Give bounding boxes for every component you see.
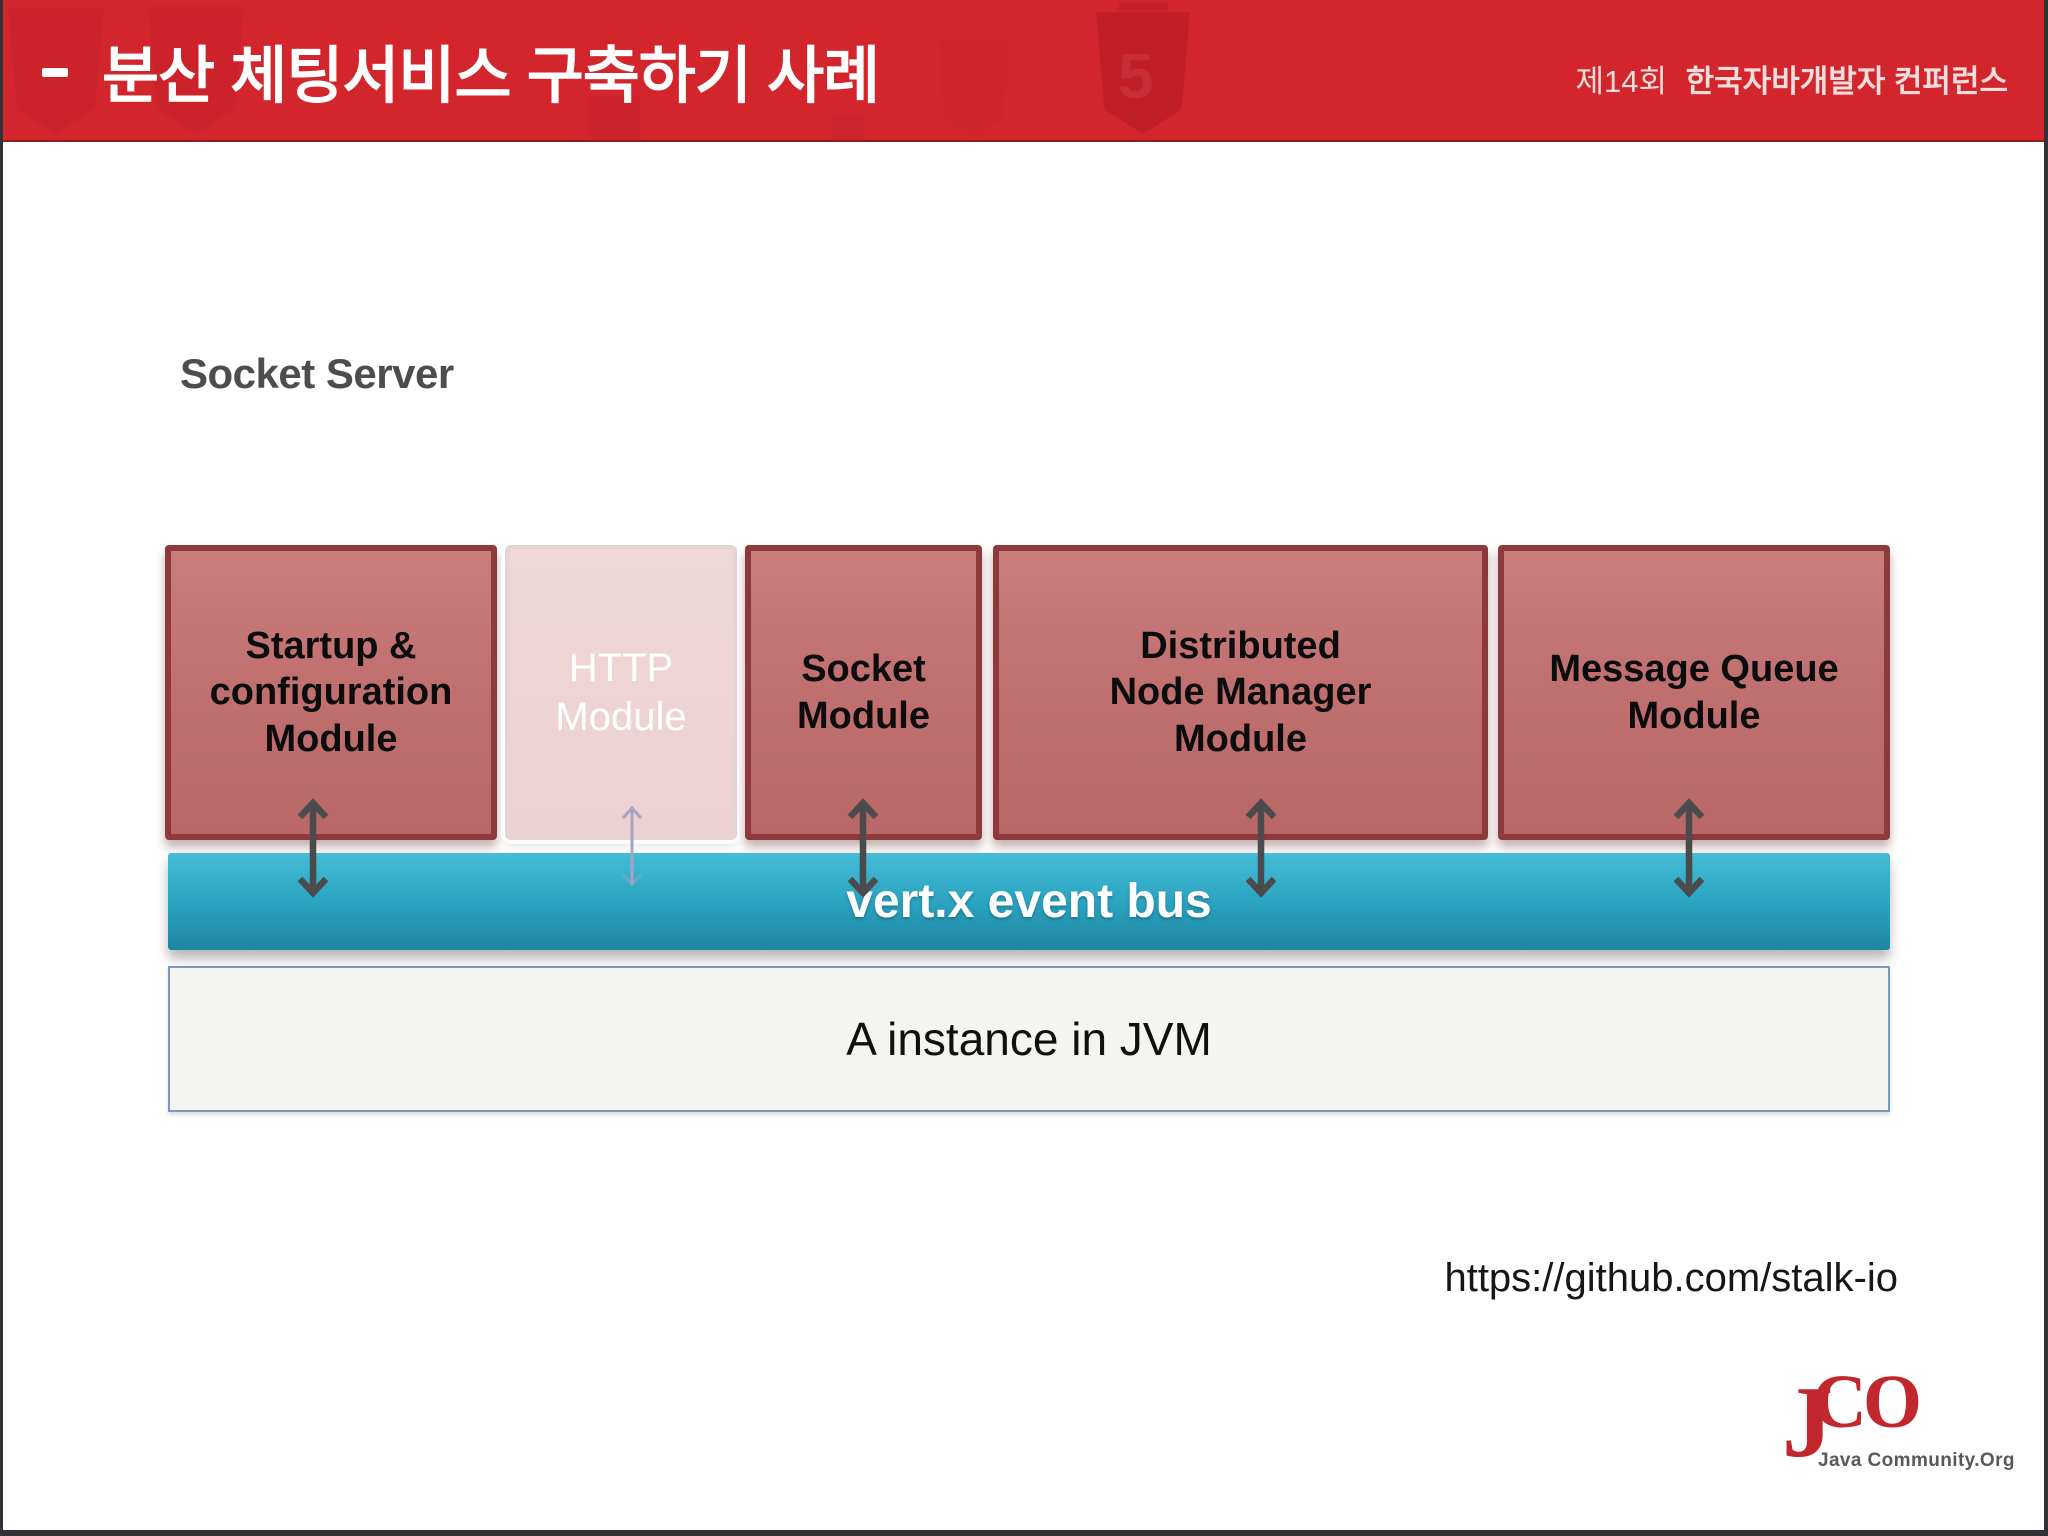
html5-five-glyph: 5 [1118, 40, 1154, 112]
module-label-line: HTTP [568, 645, 674, 690]
video-frame-border [0, 0, 3, 1536]
double-arrow-icon [1239, 796, 1283, 900]
double-arrow-icon [841, 796, 885, 900]
github-repo-link: https://github.com/stalk-io [1444, 1256, 1898, 1300]
module-label-line: Module [1174, 717, 1307, 760]
module-box-distributed-node-manager: Distributed Node Manager Module [993, 545, 1488, 840]
module-label-line: Module [555, 694, 687, 739]
double-arrow-icon [1667, 796, 1711, 900]
module-label-line: Module [264, 717, 398, 760]
watermark-html-label [1118, 2, 1168, 11]
html5-shield-watermark [148, 6, 244, 134]
module-box-socket: Socket Module [745, 545, 982, 840]
module-label-line: Distributed [1140, 624, 1341, 667]
title-dash [42, 67, 68, 77]
module-label-line: configuration [209, 671, 453, 714]
header-title: 분산 체팅서비스 구축하기 사례 [0, 0, 880, 140]
faded-arrow-icon [614, 800, 650, 892]
vertx-event-bus-bar: vert.x event bus [168, 853, 1890, 950]
jco-logo: J CO Java Community.Org [1782, 1364, 2015, 1486]
module-label-line: Startup & [245, 624, 417, 667]
conference-label: 제14회 한국자바개발자 컨퍼런스 [1576, 56, 2009, 101]
section-title: Socket Server [180, 350, 454, 397]
module-label-line: Module [1627, 694, 1761, 737]
page-title: 분산 체팅서비스 구축하기 사례 [102, 42, 880, 111]
jco-logo-j: J [1782, 1366, 1833, 1479]
html5-shield-watermark [1096, 12, 1190, 134]
module-box-startup-configuration: Startup & configuration Module [165, 545, 497, 840]
module-box-http: HTTP Module [505, 545, 737, 840]
video-frame-border [0, 1530, 2048, 1536]
header-bar: 5 분산 체팅서비스 구축하기 사례 제14회 한국자바개발자 컨퍼런스 [0, 0, 2048, 142]
html5-shield-watermark [938, 38, 1010, 140]
conference-name: 한국자바개발자 컨퍼런스 [1685, 64, 2008, 99]
double-arrow-icon [291, 796, 335, 900]
jvm-instance-box: A instance in JVM [168, 966, 1890, 1112]
module-box-message-queue: Message Queue Module [1498, 545, 1890, 840]
module-label-line: Message Queue [1549, 648, 1839, 691]
jvm-instance-label: A instance in JVM [846, 1013, 1212, 1065]
module-label-line: Socket [801, 648, 926, 691]
module-label-line: Module [797, 694, 930, 737]
event-bus-label: vert.x event bus [846, 875, 1212, 928]
module-label-line: Node Manager [1109, 671, 1372, 714]
jco-logo-caption: Java Community.Org [1818, 1450, 2015, 1471]
conference-edition: 제14회 [1575, 64, 1668, 99]
watermark-fragment [588, 96, 640, 140]
video-frame-border [2044, 0, 2048, 1536]
watermark-fragment [833, 114, 865, 140]
jco-logo-co: CO [1812, 1360, 1922, 1444]
